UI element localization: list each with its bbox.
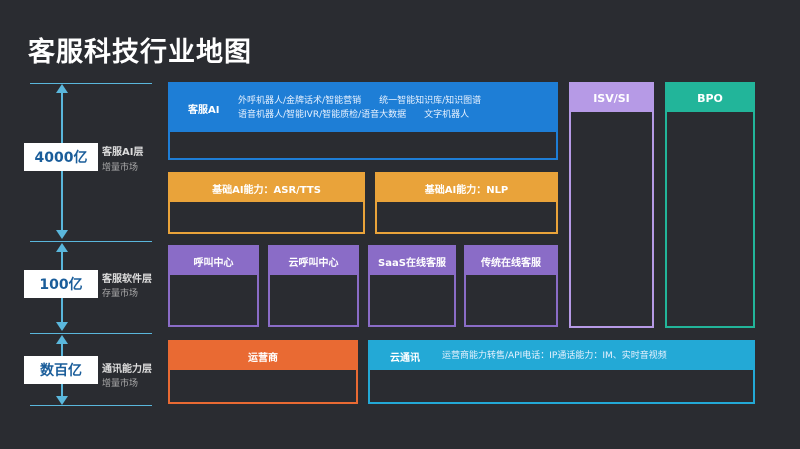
block-label: 基础AI能力：NLP [424,184,509,196]
block-label: 云通讯 [390,352,420,364]
divider-line [30,405,152,406]
layer-name: 通讯能力层 [102,364,152,375]
block-isv-si: ISV/SI [569,82,654,328]
layer-value-box: 数百亿 [24,356,98,384]
block-text: 语音机器人/智能IVR/智能质检/语音大数据 文字机器人 [238,110,470,120]
block-label: SaaS在线客服 [378,257,446,269]
block-label: 客服AI [188,104,220,116]
block-label: 传统在线客服 [481,257,541,269]
block-cloud-call-center: 云呼叫中心 [268,245,359,327]
block-asr-tts: 基础AI能力：ASR/TTS [168,172,365,234]
arrow-up-icon [56,243,68,252]
layer-name: 客服AI层 [102,147,144,158]
block-label: 呼叫中心 [193,257,234,269]
layer-name: 客服软件层 [102,274,152,285]
block-bpo: BPO [665,82,755,328]
block-label: ISV/SI [593,91,630,105]
divider-line [30,333,152,334]
arrow-down-icon [56,230,68,239]
layer-value-box: 100亿 [24,270,98,298]
arrow-up-icon [56,84,68,93]
block-text: 外呼机器人/金牌话术/智能营销 统一智能知识库/知识图谱 [238,96,482,106]
layer-market: 增量市场 [102,163,139,173]
block-saas-online-service: SaaS在线客服 [368,245,456,327]
block-customer-service-ai: 客服AI 外呼机器人/金牌话术/智能营销 统一智能知识库/知识图谱 语音机器人/… [168,82,558,160]
block-label: 云呼叫中心 [288,257,339,269]
arrow-down-icon [56,322,68,331]
divider-line [30,83,152,84]
block-label: 基础AI能力：ASR/TTS [212,184,321,196]
block-label: 运营商 [248,352,278,364]
block-text: 运营商能力转售/API电话：IP通话能力：IM、实时音视频 [442,351,667,361]
block-operator: 运营商 [168,340,358,404]
block-traditional-online-service: 传统在线客服 [464,245,558,327]
page-title: 客服科技行业地图 [28,37,252,68]
block-call-center: 呼叫中心 [168,245,259,327]
layer-market: 存量市场 [102,289,139,299]
arrow-up-icon [56,335,68,344]
arrow-down-icon [56,396,68,405]
block-nlp: 基础AI能力：NLP [375,172,558,234]
layer-value-box: 4000亿 [24,143,98,171]
divider-line [30,241,152,242]
block-cloud-communication: 云通讯 运营商能力转售/API电话：IP通话能力：IM、实时音视频 [368,340,755,404]
layer-market: 增量市场 [102,379,139,389]
block-label: BPO [697,91,723,105]
